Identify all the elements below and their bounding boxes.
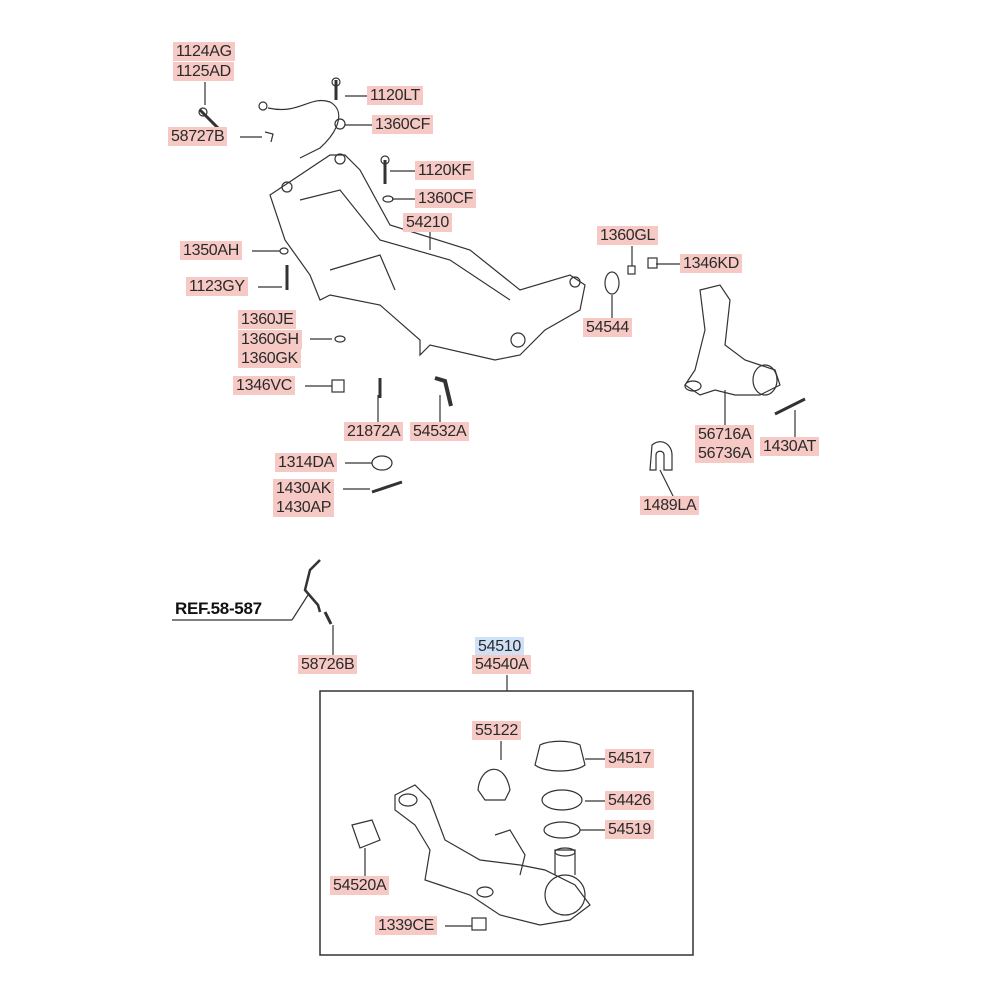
part-label-1360CF[interactable]: 1360CF	[372, 115, 434, 134]
part-label-58727B[interactable]: 58727B	[168, 127, 228, 146]
steering-knuckle	[684, 284, 781, 396]
part-label-1360JE[interactable]: 1360JE	[238, 310, 297, 329]
part-label-54520A[interactable]: 54520A	[330, 876, 390, 895]
part-label-21872A[interactable]: 21872A	[344, 422, 404, 441]
part-label-54210[interactable]: 54210	[403, 213, 452, 232]
part-label-1125AD[interactable]: 1125AD	[173, 62, 234, 81]
part-label-56736A[interactable]: 56736A	[695, 444, 755, 463]
part-label-1360GL[interactable]: 1360GL	[597, 226, 659, 245]
part-label-56716A[interactable]: 56716A	[695, 425, 755, 444]
part-label-1120LT[interactable]: 1120LT	[367, 86, 424, 105]
part-label-54532A[interactable]: 54532A	[410, 422, 470, 441]
part-label-54540A[interactable]: 54540A	[472, 655, 532, 674]
part-label-54510-highlighted[interactable]: 54510	[475, 637, 524, 656]
part-label-58726B[interactable]: 58726B	[298, 655, 358, 674]
part-label-1430AP[interactable]: 1430AP	[273, 498, 335, 517]
clip-icon	[323, 611, 333, 625]
bolt-icon	[198, 107, 806, 494]
part-label-1489LA[interactable]: 1489LA	[640, 496, 700, 515]
brake-line-ref	[303, 559, 322, 613]
part-label-1430AT[interactable]: 1430AT	[760, 437, 820, 456]
part-label-55122[interactable]: 55122	[472, 721, 521, 740]
lower-arm-assembly-box	[319, 690, 694, 956]
part-label-1360GK[interactable]: 1360GK	[238, 349, 301, 368]
part-label-1339CE[interactable]: 1339CE	[375, 916, 438, 935]
part-label-1314DA[interactable]: 1314DA	[275, 453, 338, 472]
part-label-1120KF[interactable]: 1120KF	[415, 161, 475, 180]
part-label-1346KD[interactable]: 1346KD	[680, 254, 743, 273]
leader-lines	[172, 82, 796, 927]
part-label-1124AG[interactable]: 1124AG	[173, 42, 235, 61]
part-label-1430AK[interactable]: 1430AK	[273, 479, 335, 498]
reference-link-58-587[interactable]: REF.58-587	[175, 599, 262, 618]
part-label-1123GY[interactable]: 1123GY	[186, 277, 248, 296]
part-label-54426[interactable]: 54426	[605, 791, 654, 810]
part-label-1360GH[interactable]: 1360GH	[238, 330, 302, 349]
part-label-54519[interactable]: 54519	[605, 820, 654, 839]
part-label-54517[interactable]: 54517	[605, 749, 654, 768]
part-label-1350AH[interactable]: 1350AH	[180, 241, 243, 260]
part-label-54544[interactable]: 54544	[583, 318, 632, 337]
crossmember-54210	[269, 153, 586, 361]
lower-arm	[351, 740, 591, 931]
part-label-1346VC[interactable]: 1346VC	[233, 376, 296, 395]
brake-hose	[258, 77, 346, 159]
part-label-1360CF-2[interactable]: 1360CF	[415, 189, 477, 208]
